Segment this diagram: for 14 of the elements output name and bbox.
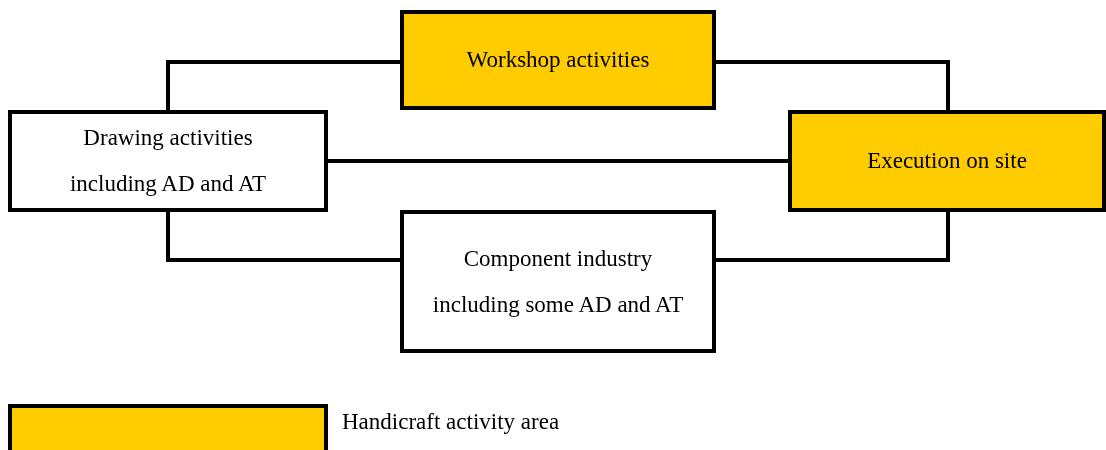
process-box <box>400 10 716 110</box>
legend-label: Handicraft activity area <box>342 408 560 436</box>
box-label: Workshop activities <box>466 46 650 74</box>
process-box <box>400 210 716 353</box>
process-box <box>788 110 1106 212</box>
box-label: Execution on site <box>867 147 1027 175</box>
box-label: Drawing activities including AD and AT <box>68 124 268 198</box>
connector-line <box>166 60 400 110</box>
connector-line <box>716 60 950 110</box>
process-box <box>8 110 328 212</box>
connector-line <box>716 212 950 262</box>
connector-line <box>166 212 400 262</box>
box-label: Component industry including some AD and AT <box>431 244 685 319</box>
connector-line <box>328 159 788 163</box>
